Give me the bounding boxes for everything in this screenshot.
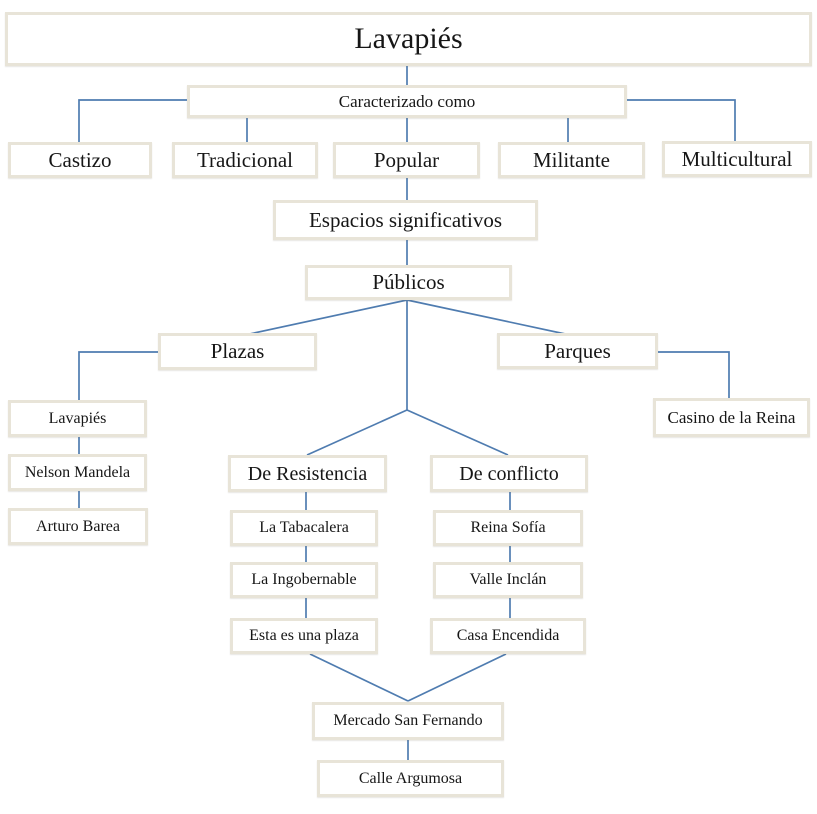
- node-nelson-mandela: Nelson Mandela: [8, 454, 147, 491]
- connector-publicos-parques: [406, 299, 571, 336]
- connector-casaencendida-mercado: [407, 653, 507, 702]
- node-plazas: Plazas: [158, 333, 317, 370]
- connector-parques-casino: [658, 351, 730, 398]
- connector-estaplaza-mercado: [309, 653, 409, 702]
- node-plaza-lavapies: Lavapiés: [8, 400, 147, 437]
- node-parques: Parques: [497, 333, 658, 369]
- node-mercado-san-fernando: Mercado San Fernando: [312, 702, 504, 740]
- node-castizo: Castizo: [8, 142, 152, 178]
- node-publicos: Públicos: [305, 265, 512, 300]
- node-popular: Popular: [333, 142, 480, 178]
- node-valle-inclan: Valle Inclán: [433, 562, 583, 598]
- node-militante: Militante: [498, 142, 645, 178]
- node-de-resistencia: De Resistencia: [228, 455, 387, 492]
- node-espacios-significativos: Espacios significativos: [273, 200, 538, 240]
- node-arturo-barea: Arturo Barea: [8, 508, 148, 545]
- node-casa-encendida: Casa Encendida: [430, 618, 586, 654]
- node-tradicional: Tradicional: [172, 142, 318, 178]
- node-caracterizado-como: Caracterizado como: [187, 85, 627, 118]
- node-esta-es-una-plaza: Esta es una plaza: [230, 618, 378, 654]
- connector-caracterizado-multicultural: [627, 99, 736, 141]
- node-lavapies-root: Lavapiés: [5, 12, 812, 66]
- node-casino-de-la-reina: Casino de la Reina: [653, 398, 810, 437]
- connector-publicos-plazas: [244, 299, 408, 336]
- node-multicultural: Multicultural: [662, 141, 812, 177]
- node-reina-sofia: Reina Sofía: [433, 510, 583, 546]
- node-la-ingobernable: La Ingobernable: [230, 562, 378, 598]
- connector-center-resistencia: [306, 409, 408, 456]
- node-calle-argumosa: Calle Argumosa: [317, 760, 504, 797]
- connector-center-conflicto: [406, 409, 509, 456]
- node-la-tabacalera: La Tabacalera: [230, 510, 378, 546]
- connector-caracterizado-castizo: [78, 99, 187, 142]
- node-de-conflicto: De conflicto: [430, 455, 588, 492]
- connector-plazas-lavapies: [78, 351, 158, 400]
